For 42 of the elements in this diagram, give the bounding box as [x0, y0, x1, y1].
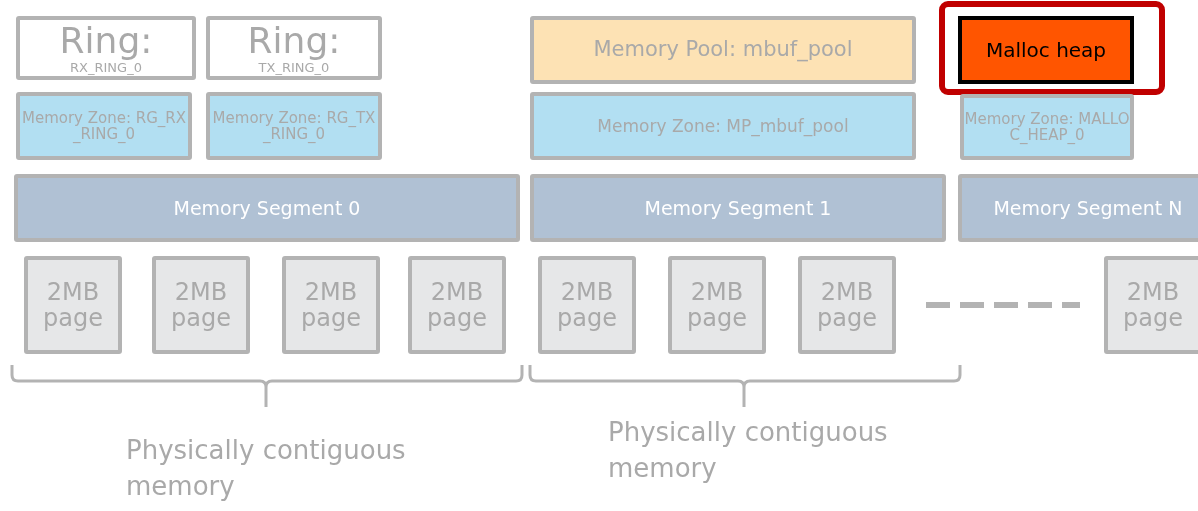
node-label: 2MB page	[427, 278, 487, 332]
node-label: Memory Zone: RG_TX_RING_0	[211, 109, 377, 143]
page-box	[798, 256, 896, 354]
memory-zone-box	[206, 92, 382, 160]
page-box	[282, 256, 380, 354]
page-box	[24, 256, 122, 354]
node-label: 2MB page	[301, 278, 361, 332]
node-label: 2MB page	[557, 278, 617, 332]
node-label: Memory Zone: MP_mbuf_pool	[597, 116, 849, 136]
ring-box	[206, 16, 382, 80]
node-label: Memory Segment N	[993, 197, 1183, 219]
memory-segment-bar	[14, 174, 520, 242]
node-label: Memory Pool: mbuf_pool	[593, 38, 853, 62]
ring-box	[16, 16, 196, 80]
node-label: 2MB page	[687, 278, 747, 332]
ring-heading: Ring:	[59, 21, 153, 61]
page-box	[668, 256, 766, 354]
memory-zone-box	[16, 92, 192, 160]
node-label: 2MB page	[1123, 278, 1183, 332]
node-label: RX_RING_0	[70, 60, 142, 75]
page-box	[408, 256, 506, 354]
page-box	[152, 256, 250, 354]
bracket-caption: Physically contiguous memory	[126, 434, 407, 504]
malloc-heap-box	[958, 16, 1134, 84]
memory-pool-box	[530, 16, 916, 84]
node-label: Memory Zone: MALLOC_HEAP_0	[964, 110, 1130, 144]
node-label: Malloc heap	[985, 39, 1107, 61]
page-box	[1104, 256, 1198, 354]
memory-zone-box	[960, 94, 1134, 160]
node-label: Memory Zone: RG_RX_RING_0	[21, 109, 187, 143]
node-label: 2MB page	[817, 278, 877, 332]
node-label: Memory Segment 1	[644, 197, 832, 219]
memory-segment-bar	[530, 174, 946, 242]
bracket-caption: Physically contiguous memory	[608, 416, 889, 486]
page-box	[538, 256, 636, 354]
memory-zone-box	[530, 92, 916, 160]
node-label: 2MB page	[171, 278, 231, 332]
ring-heading: Ring:	[247, 21, 341, 61]
node-label: 2MB page	[43, 278, 103, 332]
node-label: Memory Segment 0	[173, 197, 361, 219]
node-label: TX_RING_0	[258, 60, 330, 75]
memory-segment-bar	[958, 174, 1198, 242]
